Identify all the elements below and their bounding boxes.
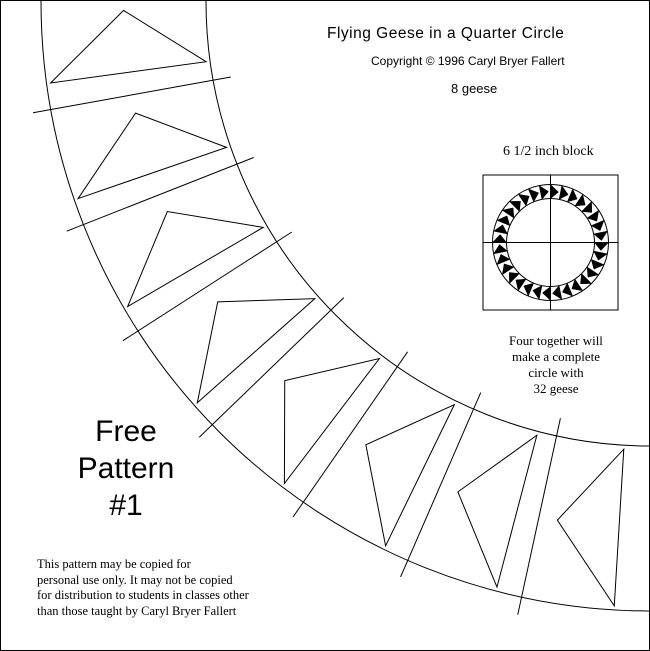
thumbnail-goose bbox=[593, 242, 610, 251]
unit-divider bbox=[198, 297, 345, 438]
thumbnail-goose bbox=[550, 183, 559, 200]
thumbnail-goose bbox=[493, 244, 508, 255]
assembly-note-line: circle with bbox=[528, 365, 584, 380]
badge-line: Pattern bbox=[77, 452, 175, 485]
assembly-note-line: 32 geese bbox=[533, 381, 579, 396]
thumbnail-goose bbox=[558, 184, 569, 200]
thumbnail-goose bbox=[491, 234, 508, 243]
unit-divider bbox=[400, 392, 482, 578]
assembly-note: Four together will make a complete circl… bbox=[491, 333, 621, 397]
thumbnail-goose bbox=[523, 282, 535, 297]
outer-arc bbox=[40, 1, 649, 612]
thumbnail-goose bbox=[586, 266, 600, 278]
thumbnail-goose bbox=[501, 207, 515, 219]
goose-triangle bbox=[365, 403, 456, 548]
thumbnail-goose bbox=[552, 285, 563, 300]
thumbnail-goose bbox=[581, 200, 593, 213]
thumbnail-goose bbox=[508, 200, 521, 212]
geese-count: 8 geese bbox=[451, 81, 498, 96]
goose-triangle bbox=[196, 298, 317, 405]
thumbnail-goose bbox=[566, 188, 578, 203]
thumbnail-goose bbox=[593, 230, 608, 241]
thumbnail-goose bbox=[590, 219, 605, 231]
thumbnail-goose bbox=[571, 278, 584, 292]
assembly-note-line: make a complete bbox=[511, 349, 601, 364]
unit-divider bbox=[32, 76, 231, 114]
notice-line: than those taught by Caryl Bryer Fallert bbox=[37, 603, 237, 618]
badge-line: #1 bbox=[109, 489, 143, 522]
notice-line: for distribution to students in classes … bbox=[37, 588, 249, 602]
thumbnail-goose bbox=[515, 278, 527, 292]
unit-divider bbox=[122, 231, 293, 342]
thumbnail-goose bbox=[532, 285, 543, 301]
unit-divider bbox=[292, 351, 409, 518]
thumbnail-goose bbox=[492, 224, 508, 235]
thumbnail-goose bbox=[496, 215, 511, 227]
goose-triangle bbox=[556, 447, 625, 608]
goose-triangle bbox=[126, 210, 265, 308]
assembly-note-line: Four together will bbox=[509, 333, 603, 348]
free-pattern-badge: Free Pattern #1 bbox=[61, 413, 191, 524]
notice-line: personal use only. It may not be copied bbox=[37, 572, 233, 587]
goose-triangle bbox=[283, 357, 381, 486]
notice-line: This pattern may be copied for bbox=[37, 557, 191, 571]
goose-triangle bbox=[49, 9, 208, 84]
copyright-line: Copyright © 1996 Caryl Bryer Fallert bbox=[371, 54, 565, 68]
unit-divider bbox=[517, 418, 561, 615]
page-title: Flying Geese in a Quarter Circle bbox=[327, 25, 565, 42]
usage-notice: This pattern may be copied for personal … bbox=[37, 557, 337, 619]
thumbnail-goose bbox=[517, 193, 530, 207]
thumbnail-goose bbox=[574, 193, 586, 207]
thumbnail-goose bbox=[593, 250, 609, 261]
inner-arc bbox=[205, 1, 649, 447]
thumbnail-goose bbox=[562, 282, 574, 297]
thumbnail-goose bbox=[508, 272, 520, 285]
block-size-caption: 6 1/2 inch block bbox=[503, 144, 594, 159]
unit-divider bbox=[66, 157, 254, 232]
thumbnail-goose bbox=[590, 258, 605, 270]
thumbnail-goose bbox=[580, 273, 593, 285]
thumbnail-goose bbox=[496, 254, 511, 266]
thumbnail-goose bbox=[542, 285, 551, 302]
thumbnail-goose bbox=[501, 263, 515, 276]
goose-triangle bbox=[76, 112, 229, 200]
thumbnail-goose bbox=[527, 188, 539, 203]
badge-line: Free bbox=[95, 415, 157, 448]
thumbnail-goose bbox=[586, 209, 600, 222]
thumbnail-goose bbox=[538, 185, 549, 200]
goose-triangle bbox=[457, 434, 538, 589]
